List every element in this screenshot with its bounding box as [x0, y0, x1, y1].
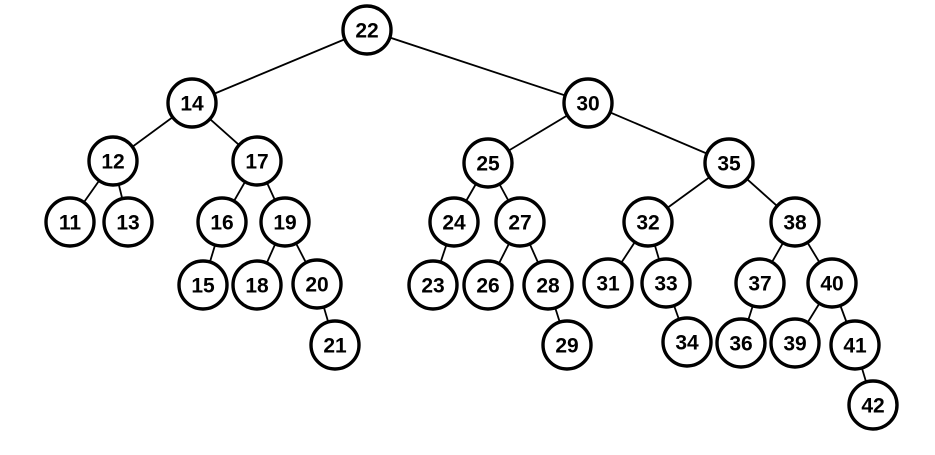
- tree-node-17: 17: [231, 135, 283, 187]
- tree-node-30: 30: [562, 77, 614, 129]
- tree-node-34: 34: [661, 316, 713, 368]
- node-value: 16: [210, 212, 233, 235]
- node-circle: [829, 319, 881, 371]
- node-circle: [407, 259, 459, 311]
- node-value: 26: [476, 275, 499, 298]
- node-circle: [309, 319, 361, 371]
- node-circle: [462, 259, 514, 311]
- node-value: 18: [245, 275, 269, 298]
- tree-node-18: 18: [231, 259, 283, 311]
- node-value: 37: [748, 273, 771, 296]
- tree-node-25: 25: [462, 137, 514, 189]
- node-circle: [177, 259, 229, 311]
- node-value: 12: [101, 151, 124, 174]
- node-value: 17: [245, 151, 268, 174]
- node-circle: [102, 196, 154, 248]
- node-circle: [87, 135, 139, 187]
- node-circle: [291, 258, 343, 310]
- node-circle: [231, 259, 283, 311]
- tree-node-38: 38: [769, 196, 821, 248]
- tree-node-12: 12: [87, 135, 139, 187]
- tree-node-29: 29: [541, 319, 593, 371]
- tree-node-36: 36: [715, 317, 767, 369]
- node-value: 25: [476, 153, 500, 176]
- tree-node-39: 39: [769, 317, 821, 369]
- node-circle: [259, 196, 311, 248]
- node-value: 20: [305, 274, 328, 297]
- tree-node-19: 19: [259, 196, 311, 248]
- tree-node-14: 14: [166, 77, 218, 129]
- node-circle: [462, 137, 514, 189]
- node-circle: [196, 196, 248, 248]
- node-circle: [661, 316, 713, 368]
- node-value: 28: [536, 275, 560, 298]
- node-circle: [231, 135, 283, 187]
- node-circle: [582, 257, 634, 309]
- tree-node-13: 13: [102, 196, 154, 248]
- tree-node-20: 20: [291, 258, 343, 310]
- node-circle: [847, 379, 899, 431]
- node-value: 39: [783, 333, 806, 356]
- node-circle: [494, 196, 546, 248]
- node-value: 30: [576, 93, 599, 116]
- node-circle: [522, 259, 574, 311]
- tree-node-23: 23: [407, 259, 459, 311]
- node-value: 13: [116, 212, 139, 235]
- node-value: 11: [59, 212, 82, 235]
- node-value: 34: [675, 332, 699, 355]
- tree-node-31: 31: [582, 257, 634, 309]
- tree-node-40: 40: [806, 257, 858, 309]
- node-circle: [715, 317, 767, 369]
- node-circle: [769, 196, 821, 248]
- node-value: 35: [717, 153, 741, 176]
- node-value: 42: [861, 395, 884, 418]
- node-value: 31: [596, 273, 620, 296]
- node-circle: [341, 4, 393, 56]
- node-value: 22: [355, 20, 378, 43]
- tree-node-41: 41: [829, 319, 881, 371]
- tree-edge-22-30: [366, 29, 589, 104]
- tree-node-16: 16: [196, 196, 248, 248]
- tree-node-26: 26: [462, 259, 514, 311]
- tree-node-32: 32: [622, 196, 674, 248]
- node-value: 40: [820, 273, 843, 296]
- node-circle: [622, 196, 674, 248]
- tree-node-24: 24: [428, 196, 480, 248]
- node-value: 24: [442, 212, 466, 235]
- node-value: 19: [273, 212, 296, 235]
- tree-node-21: 21: [309, 319, 361, 371]
- node-circle: [428, 196, 480, 248]
- node-circle: [806, 257, 858, 309]
- tree-node-15: 15: [177, 259, 229, 311]
- tree-node-35: 35: [703, 137, 755, 189]
- node-value: 38: [783, 212, 807, 235]
- node-value: 36: [729, 333, 752, 356]
- node-circle: [44, 196, 96, 248]
- node-circle: [541, 319, 593, 371]
- tree-node-11: 11: [44, 196, 96, 248]
- node-circle: [640, 257, 692, 309]
- node-value: 27: [508, 212, 531, 235]
- node-value: 14: [180, 93, 204, 116]
- tree-node-22: 22: [341, 4, 393, 56]
- tree-node-37: 37: [734, 257, 786, 309]
- node-value: 33: [654, 273, 677, 296]
- node-value: 29: [555, 335, 578, 358]
- tree-node-42: 42: [847, 379, 899, 431]
- node-value: 15: [191, 275, 215, 298]
- node-circle: [562, 77, 614, 129]
- node-value: 21: [323, 335, 347, 358]
- node-circle: [734, 257, 786, 309]
- tree-edge-22-14: [191, 29, 368, 104]
- node-value: 23: [421, 275, 444, 298]
- node-circle: [769, 317, 821, 369]
- node-circle: [703, 137, 755, 189]
- tree-node-27: 27: [494, 196, 546, 248]
- node-value: 32: [636, 212, 659, 235]
- node-circle: [166, 77, 218, 129]
- tree-node-33: 33: [640, 257, 692, 309]
- tree-node-28: 28: [522, 259, 574, 311]
- node-value: 41: [843, 335, 867, 358]
